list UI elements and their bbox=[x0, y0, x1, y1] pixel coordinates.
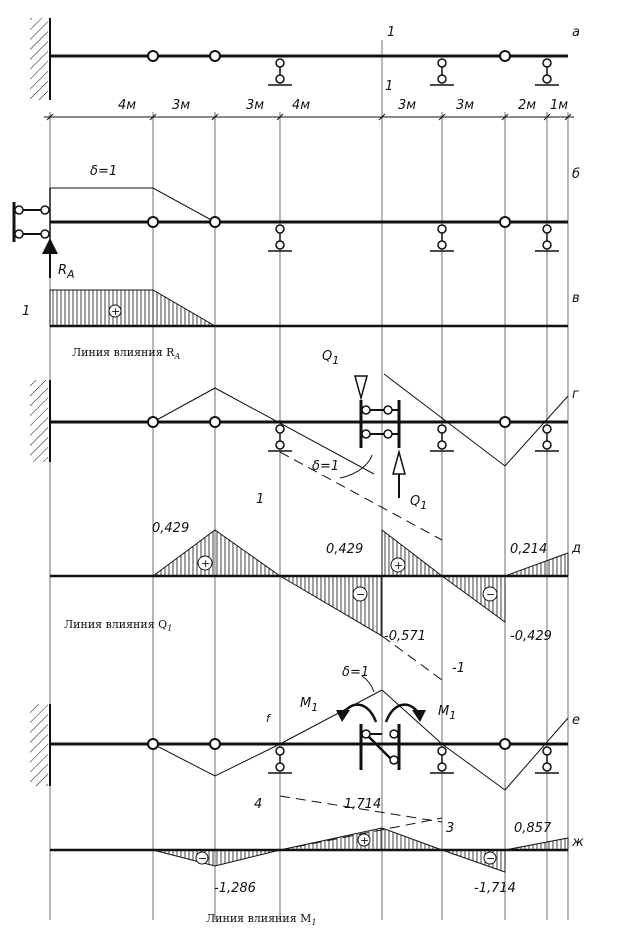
panel-label-d: д bbox=[571, 541, 581, 556]
svg-text:−: − bbox=[486, 588, 495, 601]
shear-label-bottom: Q1 bbox=[410, 494, 427, 512]
hinge-icon bbox=[209, 50, 221, 62]
panel-label-e: е bbox=[572, 713, 580, 728]
shear-label-top: Q1 bbox=[322, 349, 339, 367]
hinge-icon bbox=[209, 416, 221, 428]
svg-text:0,214: 0,214 bbox=[510, 542, 547, 557]
influence-line-ra: + bbox=[49, 289, 568, 328]
hinge-icon bbox=[147, 50, 159, 62]
section-label: 1 bbox=[385, 79, 393, 94]
ordinate-label: 1 bbox=[22, 304, 30, 319]
tick-mark-label: f bbox=[266, 712, 272, 725]
svg-text:-1,286: -1,286 bbox=[214, 881, 256, 896]
reaction-label: RA bbox=[58, 263, 75, 281]
pin-support-icon bbox=[268, 424, 292, 452]
panel-label-b: б bbox=[572, 167, 580, 182]
pin-support-icon bbox=[430, 424, 454, 452]
pin-support-icon bbox=[268, 224, 292, 252]
panel-label-v: в bbox=[572, 291, 580, 306]
moment-label-left: M1 bbox=[300, 696, 318, 714]
caption-m1: Линия влияния M1 bbox=[206, 912, 317, 927]
pin-support-icon bbox=[268, 746, 292, 774]
moment-label-right: M1 bbox=[438, 704, 456, 722]
svg-text:0,429: 0,429 bbox=[152, 521, 189, 536]
pin-support-icon bbox=[535, 58, 559, 86]
panel-label-a: а bbox=[572, 25, 580, 40]
svg-text:4: 4 bbox=[254, 797, 262, 812]
dimension-line bbox=[44, 113, 574, 121]
svg-text:3м: 3м bbox=[456, 98, 474, 113]
svg-text:1м: 1м bbox=[550, 98, 568, 113]
svg-text:1,714: 1,714 bbox=[344, 797, 381, 812]
q1-value-labels: 0,429 0,429 0,214 -0,571 -0,429 -1 bbox=[152, 521, 552, 676]
svg-text:-1: -1 bbox=[452, 661, 465, 676]
delta-label: δ=1 bbox=[90, 164, 117, 179]
svg-text:3м: 3м bbox=[172, 98, 190, 113]
svg-text:+: + bbox=[360, 834, 369, 847]
delta-label: δ=1 bbox=[342, 665, 369, 680]
svg-text:3м: 3м bbox=[246, 98, 264, 113]
svg-text:+: + bbox=[111, 305, 120, 318]
caption-q1: Линия влияния Q1 bbox=[64, 618, 172, 633]
hinge-icon bbox=[499, 416, 511, 428]
pin-support-icon bbox=[535, 424, 559, 452]
pin-support-icon bbox=[430, 224, 454, 252]
pin-support-icon bbox=[268, 58, 292, 86]
hinge-icon bbox=[209, 216, 221, 228]
svg-text:0,857: 0,857 bbox=[514, 821, 552, 836]
svg-text:4м: 4м bbox=[292, 98, 310, 113]
span-labels: 4м 3м 3м 4м 3м 3м 2м 1м bbox=[118, 98, 568, 113]
influence-line-m1: − + − bbox=[50, 827, 569, 873]
pin-support-icon bbox=[535, 224, 559, 252]
svg-text:+: + bbox=[201, 557, 210, 570]
svg-text:3м: 3м bbox=[398, 98, 416, 113]
guide-lines bbox=[49, 40, 569, 920]
svg-text:−: − bbox=[486, 852, 495, 865]
hinge-icon bbox=[499, 50, 511, 62]
hinge-icon bbox=[499, 738, 511, 750]
caption-ra: Линия влияния RA bbox=[72, 346, 180, 361]
svg-text:−: − bbox=[198, 852, 207, 865]
svg-text:4м: 4м bbox=[118, 98, 136, 113]
svg-text:-0,571: -0,571 bbox=[384, 629, 426, 644]
ordinate-label: 1 bbox=[256, 492, 264, 507]
m1-value-labels: 4 1,714 3 0,857 -1,286 -1,714 bbox=[214, 797, 552, 896]
pin-support-icon bbox=[430, 58, 454, 86]
pin-support-icon bbox=[535, 746, 559, 774]
panel-label-zh: ж bbox=[571, 835, 584, 850]
svg-text:0,429: 0,429 bbox=[326, 542, 363, 557]
panel-a-beam bbox=[30, 18, 568, 100]
panel-e-mechanism bbox=[30, 675, 569, 851]
svg-text:-1,714: -1,714 bbox=[474, 881, 516, 896]
hinge-icon bbox=[147, 416, 159, 428]
hinge-icon bbox=[147, 738, 159, 750]
panel-g-mechanism bbox=[30, 373, 569, 541]
pin-support-icon bbox=[430, 746, 454, 774]
svg-text:2м: 2м bbox=[518, 98, 536, 113]
influence-line-q1: + − + − bbox=[50, 528, 569, 681]
section-label: 1 bbox=[387, 25, 395, 40]
svg-text:3: 3 bbox=[446, 821, 454, 836]
delta-label: δ=1 bbox=[312, 459, 339, 474]
svg-text:+: + bbox=[394, 559, 403, 572]
hinge-icon bbox=[209, 738, 221, 750]
panel-label-g: г bbox=[572, 387, 579, 402]
svg-text:-0,429: -0,429 bbox=[510, 629, 552, 644]
panel-b-mechanism bbox=[12, 187, 568, 278]
svg-text:−: − bbox=[356, 588, 365, 601]
hinge-icon bbox=[147, 216, 159, 228]
hinge-icon bbox=[499, 216, 511, 228]
